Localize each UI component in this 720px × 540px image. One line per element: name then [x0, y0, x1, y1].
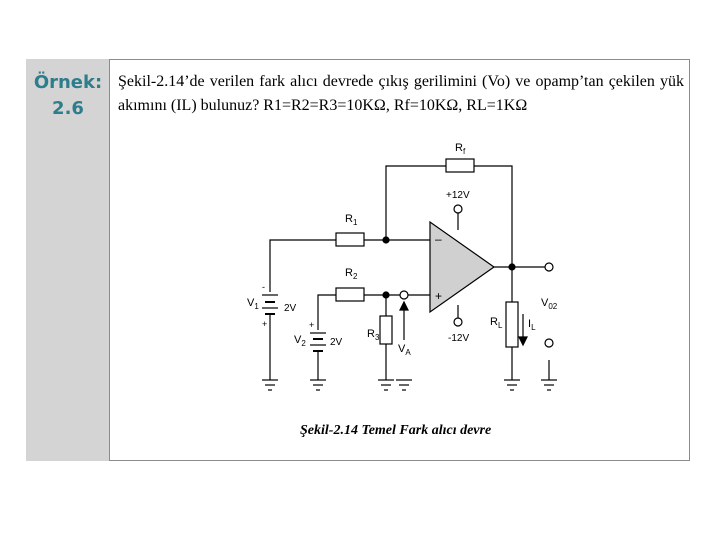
- v2-label: V2: [294, 334, 306, 348]
- il-label: IL: [528, 318, 536, 332]
- feedback-wire-right: [474, 165, 513, 267]
- v1-value: 2V: [284, 303, 297, 314]
- v1-label: V1: [247, 297, 259, 311]
- example-title: Örnek: 2.6: [26, 70, 110, 122]
- vo-terminal: [544, 338, 554, 348]
- va-label: VA: [398, 343, 411, 357]
- rf-resistor: [445, 158, 475, 173]
- vpos-terminal: [453, 204, 463, 214]
- feedback-wire: [385, 165, 446, 240]
- noninverting-input-label: +: [435, 289, 442, 303]
- vneg-terminal: [453, 317, 463, 327]
- output-terminal: [544, 262, 554, 272]
- r1-wire-left: [269, 239, 336, 292]
- ground-icon: [378, 379, 394, 391]
- r1-label: R1: [345, 213, 358, 227]
- inverting-input-label: –: [435, 232, 442, 246]
- va-terminal: [399, 290, 409, 300]
- example-number: 2.6: [52, 98, 84, 119]
- r3-label: R3: [367, 328, 380, 342]
- problem-statement: Şekil-2.14’de verilen fark alıcı devrede…: [118, 73, 684, 114]
- example-label-column: [26, 59, 110, 461]
- r2-wire-left: [317, 294, 336, 330]
- rl-resistor: [505, 301, 519, 348]
- ground-icon: [396, 379, 412, 391]
- r3-resistor: [379, 315, 393, 345]
- vpos-label: +12V: [446, 190, 470, 201]
- r1-resistor: [335, 232, 365, 247]
- vneg-label: -12V: [448, 333, 469, 344]
- vo-label: V02: [541, 297, 558, 311]
- v1-plus-sign: +: [262, 319, 267, 329]
- va-arrow-icon: [399, 300, 409, 311]
- v2-value: 2V: [330, 337, 343, 348]
- figure-caption: Şekil-2.14 Temel Fark alıcı devre: [300, 423, 492, 438]
- ground-icon: [541, 379, 557, 391]
- r2-resistor: [335, 287, 365, 302]
- ground-icon: [262, 379, 278, 391]
- opamp-symbol: [429, 220, 496, 314]
- rl-label: RL: [490, 316, 503, 330]
- il-arrow-icon: [518, 336, 528, 347]
- ground-icon: [504, 379, 520, 391]
- v1-minus-sign: -: [262, 282, 265, 292]
- v2-plus-sign: +: [309, 320, 314, 330]
- ground-icon: [310, 379, 326, 391]
- example-label: Örnek:: [33, 72, 103, 93]
- r2-label: R2: [345, 267, 358, 281]
- rf-label: Rf: [455, 142, 466, 156]
